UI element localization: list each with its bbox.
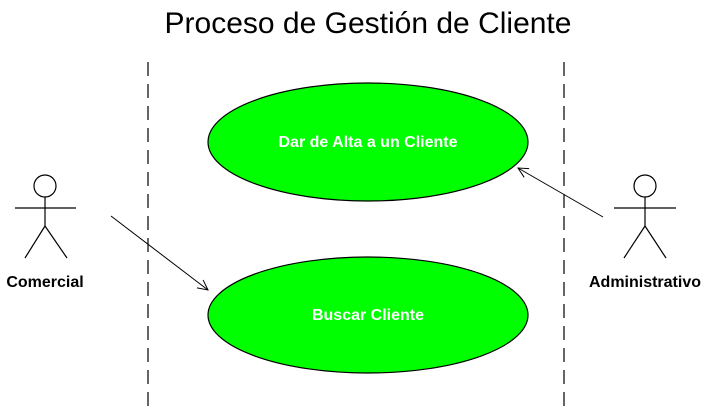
usecase-label: Buscar Cliente <box>312 307 424 324</box>
actor-label: Comercial <box>6 274 83 291</box>
usecase-label: Dar de Alta a un Cliente <box>279 134 458 151</box>
usecase-buscar-cliente[interactable]: Buscar Cliente <box>207 256 529 374</box>
actor-label: Administrativo <box>589 274 701 291</box>
association-administrativo-alta <box>518 168 604 218</box>
stick-figure-icon <box>15 174 76 259</box>
actor-comercial[interactable]: Comercial <box>6 174 84 291</box>
usecase-ellipse <box>207 82 529 202</box>
actor-administrativo[interactable]: Administrativo <box>589 174 701 291</box>
diagram-title: Proceso de Gestión de Cliente <box>165 7 572 40</box>
usecase-ellipse <box>207 256 529 374</box>
usecase-dar-de-alta[interactable]: Dar de Alta a un Cliente <box>207 82 529 202</box>
association-comercial-buscar <box>110 215 208 290</box>
stick-figure-icon <box>614 174 676 259</box>
